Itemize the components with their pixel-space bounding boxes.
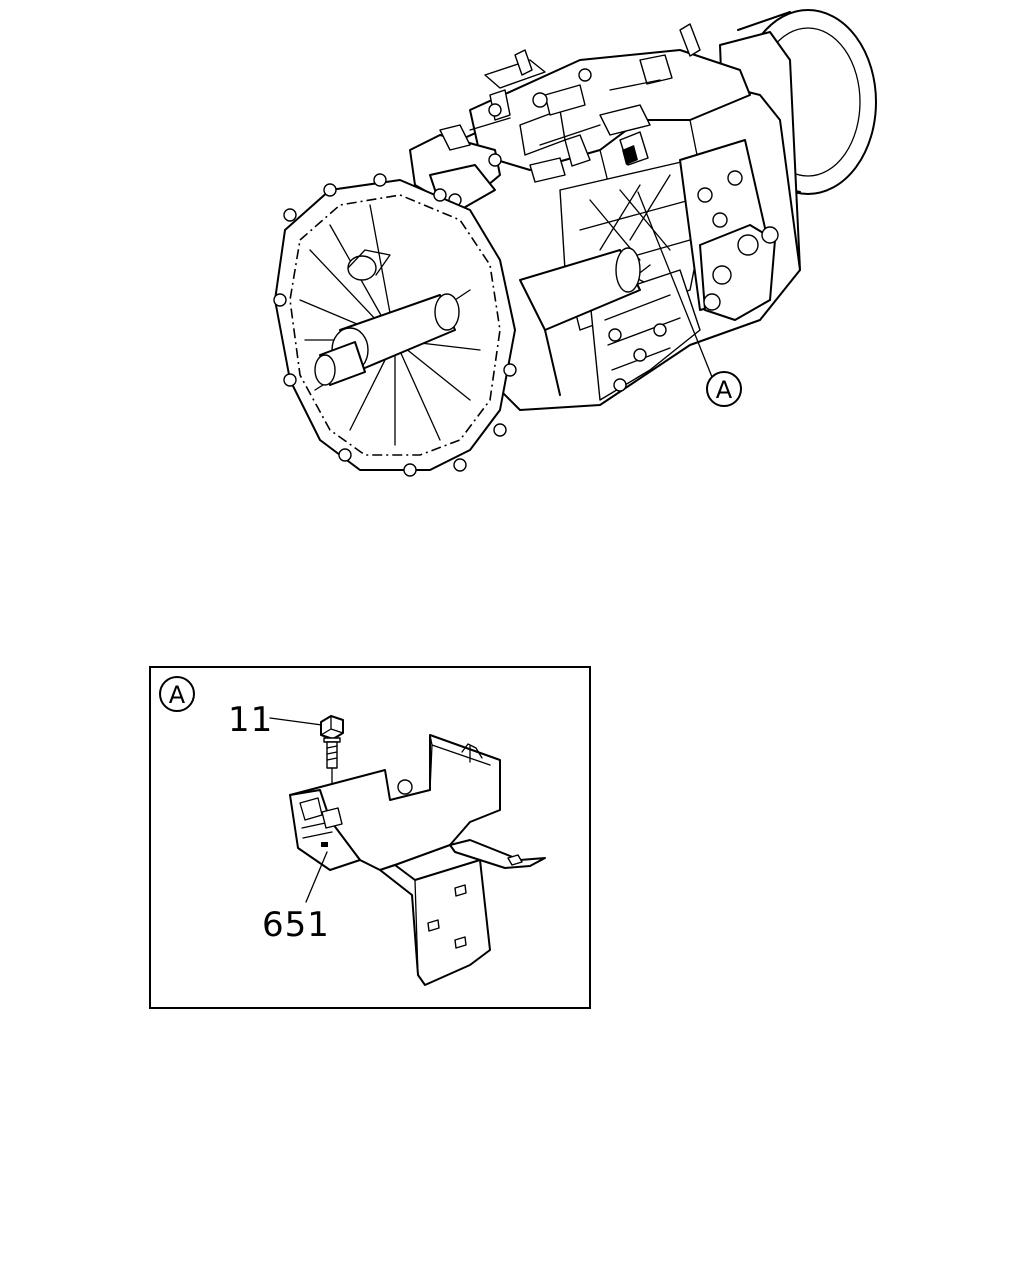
bolt-part-11 (320, 715, 344, 831)
callout-a-detail: A (159, 676, 195, 712)
bell-housing (273, 173, 517, 477)
shift-linkage (469, 23, 701, 183)
callout-a-main-label: A (716, 376, 733, 404)
detail-a-panel: A 11 (149, 666, 591, 1009)
part-number-11: 11 (228, 700, 273, 740)
part-number-651: 651 (262, 905, 330, 945)
bracket-part-651 (289, 734, 546, 986)
transmission-assembly: A (273, 9, 877, 477)
callout-a-main: A (706, 371, 742, 407)
callout-a-detail-label: A (169, 681, 186, 709)
